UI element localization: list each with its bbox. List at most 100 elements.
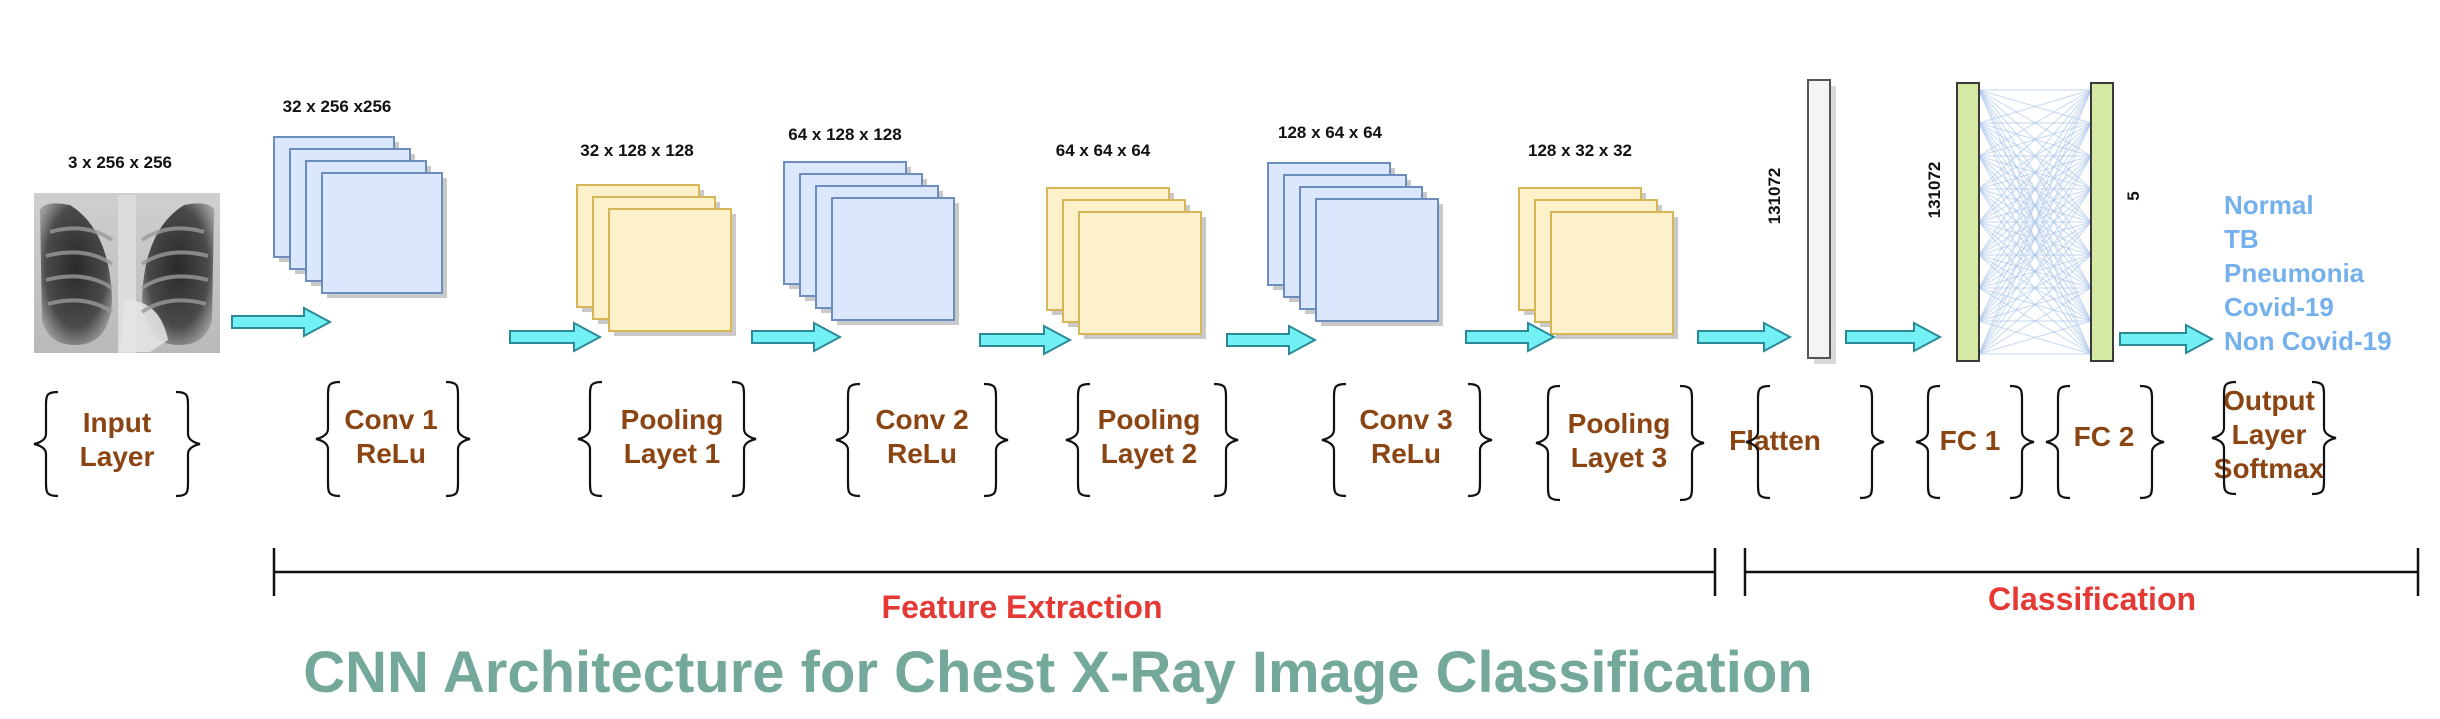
output-class: Non Covid-19: [2224, 326, 2392, 356]
output-class: Normal: [2224, 190, 2314, 220]
layer-label: ReLu: [356, 438, 426, 469]
flow-arrow: [1845, 321, 1943, 353]
fc1-vector: [1956, 82, 1980, 362]
output-class: TB: [2224, 224, 2259, 254]
flatten-vector: [1807, 79, 1836, 364]
output-class: Pneumonia: [2224, 258, 2365, 288]
open-brace: [1065, 382, 1091, 498]
flatten-dimension: 131072: [1765, 168, 1784, 225]
close-brace: [175, 390, 201, 498]
layer-label: Layet 1: [624, 438, 721, 469]
open-brace: [577, 380, 603, 498]
fc-connection-line: [1978, 89, 2092, 223]
layer-dimension: 64 x 64 x 64: [1056, 141, 1151, 160]
conv-layer-stack: [783, 161, 959, 325]
open-brace: [2045, 384, 2071, 500]
layer-dimension: 128 x 64 x 64: [1278, 123, 1383, 142]
flow-arrow: [1465, 321, 1557, 353]
close-brace: [1679, 384, 1705, 502]
close-brace: [1859, 384, 1885, 500]
conv-layer-stack: [1267, 162, 1443, 326]
classification-bracket: [1743, 548, 2420, 596]
open-brace: [33, 390, 59, 498]
conv-layer-stack: [273, 136, 447, 298]
fc-connection-line: [1978, 89, 2092, 157]
feature-map: [608, 208, 732, 332]
flow-arrow: [1226, 324, 1318, 356]
flow-arrow: [231, 306, 333, 338]
flow-arrow: [509, 321, 603, 353]
input-label-line2: Layer: [80, 441, 155, 472]
open-brace: [1745, 384, 1771, 500]
flatten-label: Flatten: [1729, 425, 1821, 456]
fc-connections: [1978, 89, 2092, 355]
close-brace: [2139, 384, 2165, 500]
output-label-line3: Softmax: [2214, 453, 2325, 484]
pooling-layer-stack: [1046, 187, 1206, 339]
close-brace: [1467, 382, 1493, 498]
layer-label: Conv 1: [344, 404, 437, 435]
fc2-dimension: 5: [2124, 191, 2143, 200]
layer-label: Pooling: [621, 404, 724, 435]
flow-arrow: [2119, 323, 2215, 355]
fc-connection-line: [1978, 221, 2092, 355]
feature-map: [321, 172, 443, 294]
fc-connection-line: [1978, 89, 2092, 355]
feature-map: [831, 197, 955, 321]
close-brace: [445, 380, 471, 498]
close-brace: [731, 380, 757, 498]
feature-map: [1315, 198, 1439, 322]
layer-dimension: 128 x 32 x 32: [1528, 141, 1632, 160]
classification-label: Classification: [1988, 581, 2196, 617]
output-class: Covid-19: [2224, 292, 2334, 322]
layer-dimension: 32 x 128 x 128: [580, 141, 693, 160]
open-brace: [1915, 384, 1941, 500]
input-dimension: 3 x 256 x 256: [68, 153, 172, 172]
fc-connection-line: [1978, 320, 2092, 355]
feature-extraction-label: Feature Extraction: [882, 589, 1163, 625]
chest-xray-image: [34, 193, 220, 353]
layer-label: Layet 3: [1571, 442, 1668, 473]
pooling-layer-stack: [1518, 187, 1678, 339]
pooling-layer-stack: [576, 184, 736, 336]
flow-arrow: [751, 321, 843, 353]
fc-connection-line: [1978, 89, 2092, 190]
close-brace: [2009, 384, 2035, 500]
input-label-line1: Input: [83, 407, 151, 438]
fc1-dimension: 131072: [1925, 162, 1944, 219]
fc-connection-line: [1978, 89, 2092, 124]
open-brace: [1321, 382, 1347, 498]
layer-label: Pooling: [1098, 404, 1201, 435]
flow-arrow: [979, 324, 1073, 356]
feature-map: [1078, 211, 1202, 335]
layer-label: ReLu: [1371, 438, 1441, 469]
layer-label: ReLu: [887, 438, 957, 469]
fc-connection-line: [1978, 122, 2092, 355]
fc-connection-line: [1978, 287, 2092, 355]
feature-extraction-bracket: [272, 548, 1717, 596]
diagram-title: CNN Architecture for Chest X-Ray Image C…: [303, 640, 1812, 705]
layer-label: Conv 3: [1359, 404, 1452, 435]
fc-connection-line: [1978, 254, 2092, 355]
layer-label: Conv 2: [875, 404, 968, 435]
layer-dimension: 64 x 128 x 128: [788, 125, 901, 144]
feature-map: [1550, 211, 1674, 335]
open-brace: [835, 382, 861, 498]
output-label-line1: Output: [2223, 385, 2315, 416]
open-brace: [1535, 384, 1561, 502]
layer-dimension: 32 x 256 x256: [283, 97, 392, 116]
fc2-label: FC 2: [2074, 421, 2135, 452]
fc1-label: FC 1: [1940, 425, 2001, 456]
fc-connection-line: [1978, 188, 2092, 355]
layer-label: Pooling: [1568, 408, 1671, 439]
fc-connection-line: [1978, 89, 2092, 289]
fc-connection-line: [1978, 89, 2092, 322]
close-brace: [983, 382, 1009, 498]
fc-connection-line: [1978, 155, 2092, 355]
flow-arrow: [1697, 321, 1793, 353]
fc-connection-line: [1978, 89, 2092, 256]
output-label-line2: Layer: [2232, 419, 2307, 450]
open-brace: [315, 380, 341, 498]
close-brace: [1213, 382, 1239, 498]
